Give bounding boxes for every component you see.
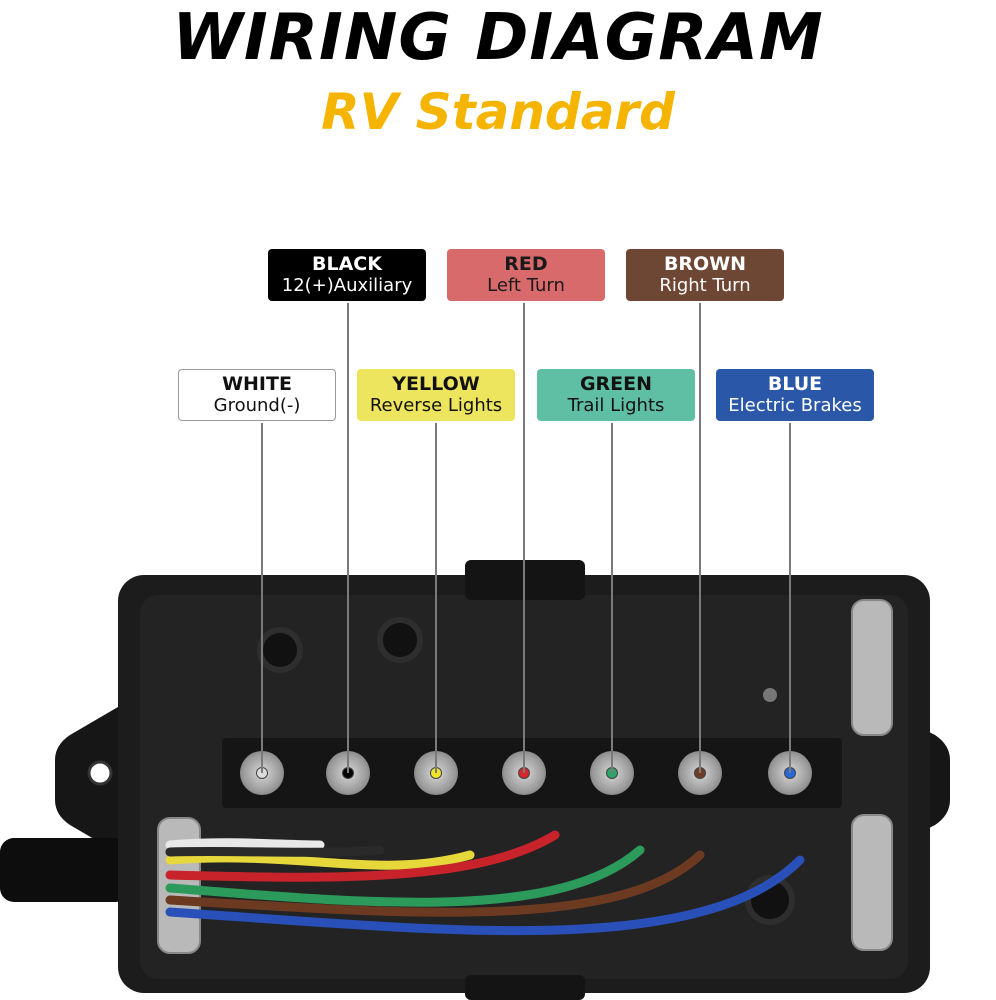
wire-color-name: GREEN bbox=[579, 373, 653, 395]
wire-function: Reverse Lights bbox=[369, 395, 503, 416]
wire-color-name: YELLOW bbox=[392, 373, 480, 395]
lid-tab-top bbox=[465, 560, 585, 600]
leader-line-brown bbox=[699, 303, 701, 773]
wire-color-name: BLUE bbox=[767, 373, 823, 395]
wire-color-name: BLACK bbox=[312, 253, 382, 275]
wire-color-name: BROWN bbox=[663, 253, 747, 275]
wire-function: Left Turn bbox=[487, 275, 565, 296]
wire-color-name: WHITE bbox=[222, 373, 292, 395]
leader-line-black bbox=[347, 303, 349, 773]
wire-function: Right Turn bbox=[659, 275, 751, 296]
leader-line-blue bbox=[789, 423, 791, 773]
diagram-title: WIRING DIAGRAM bbox=[172, 1, 824, 75]
wire-bundle bbox=[165, 830, 805, 936]
lid-tab-bottom bbox=[465, 975, 585, 1000]
left-mount-hole bbox=[87, 760, 113, 786]
wire-function: Trail Lights bbox=[567, 395, 665, 416]
leader-line-yellow bbox=[435, 423, 437, 773]
right-clamp-bottom bbox=[851, 814, 893, 951]
leader-line-green bbox=[611, 423, 613, 773]
wire-function: Electric Brakes bbox=[728, 395, 862, 416]
right-clamp-top bbox=[851, 599, 893, 736]
leader-line-white bbox=[261, 423, 263, 773]
leader-line-red bbox=[523, 303, 525, 773]
wire-function: 12(+)Auxiliary bbox=[281, 275, 413, 296]
diagram-subtitle: RV Standard bbox=[321, 83, 675, 141]
main-cable bbox=[0, 838, 130, 902]
wire-color-name: RED bbox=[504, 253, 548, 275]
wire-function: Ground(-) bbox=[213, 395, 301, 416]
